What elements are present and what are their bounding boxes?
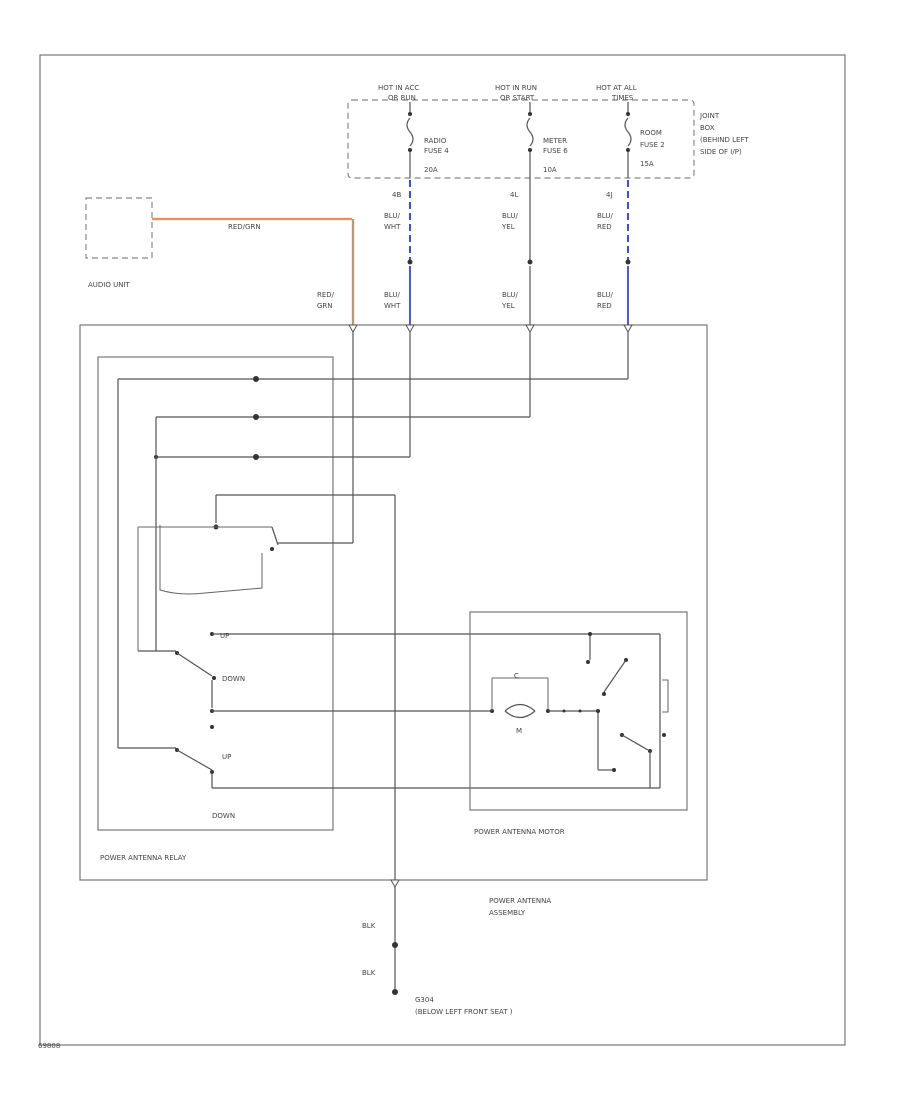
svg-text:BLU/: BLU/ bbox=[597, 212, 613, 220]
upper-wire-label-3: BLU/ RED bbox=[597, 212, 613, 231]
svg-text:WHT: WHT bbox=[384, 302, 401, 310]
connector-id-1: 4B bbox=[392, 191, 401, 199]
audio-unit-box bbox=[85, 197, 153, 259]
ground-id: G304 bbox=[415, 996, 434, 1004]
relay-internal-wiring bbox=[117, 332, 660, 880]
svg-text:SIDE OF I/P): SIDE OF I/P) bbox=[700, 148, 742, 156]
svg-text:BLU/: BLU/ bbox=[502, 291, 518, 299]
svg-text:HOT IN ACC: HOT IN ACC bbox=[378, 84, 419, 92]
svg-text:10A: 10A bbox=[543, 166, 557, 174]
relay-up-label: UP bbox=[220, 632, 229, 640]
svg-text:ROOM: ROOM bbox=[640, 129, 662, 137]
svg-text:YEL: YEL bbox=[501, 223, 515, 231]
svg-text:HOT AT ALL: HOT AT ALL bbox=[596, 84, 637, 92]
fuse-1-label: RADIO FUSE 4 20A bbox=[424, 137, 449, 174]
svg-text:FUSE 6: FUSE 6 bbox=[543, 147, 568, 155]
svg-text:FUSE 2: FUSE 2 bbox=[640, 141, 665, 149]
connector-id-2: 4L bbox=[510, 191, 518, 199]
power-antenna-relay-box bbox=[97, 356, 334, 831]
svg-text:ASSEMBLY: ASSEMBLY bbox=[489, 909, 526, 917]
svg-text:BLU/: BLU/ bbox=[384, 291, 400, 299]
svg-text:WHT: WHT bbox=[384, 223, 401, 231]
power-antenna-motor-box bbox=[469, 611, 688, 811]
svg-text:OR RUN: OR RUN bbox=[388, 94, 416, 102]
svg-text:FUSE 4: FUSE 4 bbox=[424, 147, 449, 155]
svg-text:GRN: GRN bbox=[317, 302, 333, 310]
figure-code: 69808 bbox=[38, 1042, 60, 1050]
lower-wire-label-1: RED/ GRN bbox=[317, 291, 335, 310]
relay-up-switch-label: UP bbox=[222, 753, 231, 761]
power-antenna-assembly-box bbox=[79, 324, 708, 881]
svg-text:(BEHIND LEFT: (BEHIND LEFT bbox=[700, 136, 749, 144]
fuse-2-circuit bbox=[526, 102, 534, 325]
audio-unit-label: AUDIO UNIT bbox=[88, 281, 131, 289]
svg-text:OR START: OR START bbox=[500, 94, 535, 102]
upper-wire-label-1: BLU/ WHT bbox=[384, 212, 401, 231]
svg-text:RADIO: RADIO bbox=[424, 137, 447, 145]
relay-down-switch-label: DOWN bbox=[222, 675, 245, 683]
lower-wire-label-2: BLU/ WHT bbox=[384, 291, 401, 310]
feed-3-hot-label: HOT AT ALL TIMES bbox=[596, 84, 637, 102]
fuse-3-circuit bbox=[624, 102, 632, 325]
svg-text:RED: RED bbox=[597, 223, 612, 231]
assembly-label: POWER ANTENNA ASSEMBLY bbox=[489, 897, 551, 917]
fuse-1-circuit bbox=[406, 102, 414, 325]
svg-text:METER: METER bbox=[543, 137, 567, 145]
relay-label: POWER ANTENNA RELAY bbox=[100, 854, 187, 862]
connector-id-3: 4J bbox=[606, 191, 613, 199]
audio-unit-wire-label: RED/GRN bbox=[228, 223, 261, 231]
motor-internal-wiring: C bbox=[490, 632, 669, 788]
relay-bottom-down-label: DOWN bbox=[212, 812, 235, 820]
svg-text:BLU/: BLU/ bbox=[597, 291, 613, 299]
svg-text:RED/: RED/ bbox=[317, 291, 335, 299]
fuse-2-label: METER FUSE 6 10A bbox=[543, 137, 568, 174]
ground-wire-label-2: BLK bbox=[362, 969, 376, 977]
audio-unit-wire bbox=[152, 217, 355, 325]
svg-text:RED: RED bbox=[597, 302, 612, 310]
ground-wire-label-1: BLK bbox=[362, 922, 376, 930]
motor-label: POWER ANTENNA MOTOR bbox=[474, 828, 565, 836]
svg-text:YEL: YEL bbox=[501, 302, 515, 310]
joint-box-location-label: JOINT BOX (BEHIND LEFT SIDE OF I/P) bbox=[699, 112, 749, 156]
lower-wire-label-4: BLU/ RED bbox=[597, 291, 613, 310]
svg-text:C: C bbox=[514, 672, 519, 680]
ground-location: (BELOW LEFT FRONT SEAT ) bbox=[415, 1008, 513, 1016]
fuse-3-label: ROOM FUSE 2 15A bbox=[640, 129, 665, 168]
svg-text:BOX: BOX bbox=[700, 124, 715, 132]
svg-text:POWER ANTENNA: POWER ANTENNA bbox=[489, 897, 551, 905]
ground-circuit bbox=[390, 879, 400, 995]
svg-text:20A: 20A bbox=[424, 166, 438, 174]
svg-text:JOINT: JOINT bbox=[699, 112, 720, 120]
svg-text:BLU/: BLU/ bbox=[384, 212, 400, 220]
assembly-top-connectors bbox=[348, 324, 633, 334]
diagram-frame bbox=[39, 54, 846, 1046]
svg-text:BLU/: BLU/ bbox=[502, 212, 518, 220]
svg-text:15A: 15A bbox=[640, 160, 654, 168]
feed-1-hot-label: HOT IN ACC OR RUN bbox=[378, 84, 419, 102]
lower-wire-label-3: BLU/ YEL bbox=[501, 291, 518, 310]
svg-text:HOT IN RUN: HOT IN RUN bbox=[495, 84, 537, 92]
upper-wire-label-2: BLU/ YEL bbox=[501, 212, 518, 231]
motor-symbol: M bbox=[516, 727, 522, 735]
svg-text:TIMES: TIMES bbox=[611, 94, 634, 102]
feed-2-hot-label: HOT IN RUN OR START bbox=[495, 84, 537, 102]
